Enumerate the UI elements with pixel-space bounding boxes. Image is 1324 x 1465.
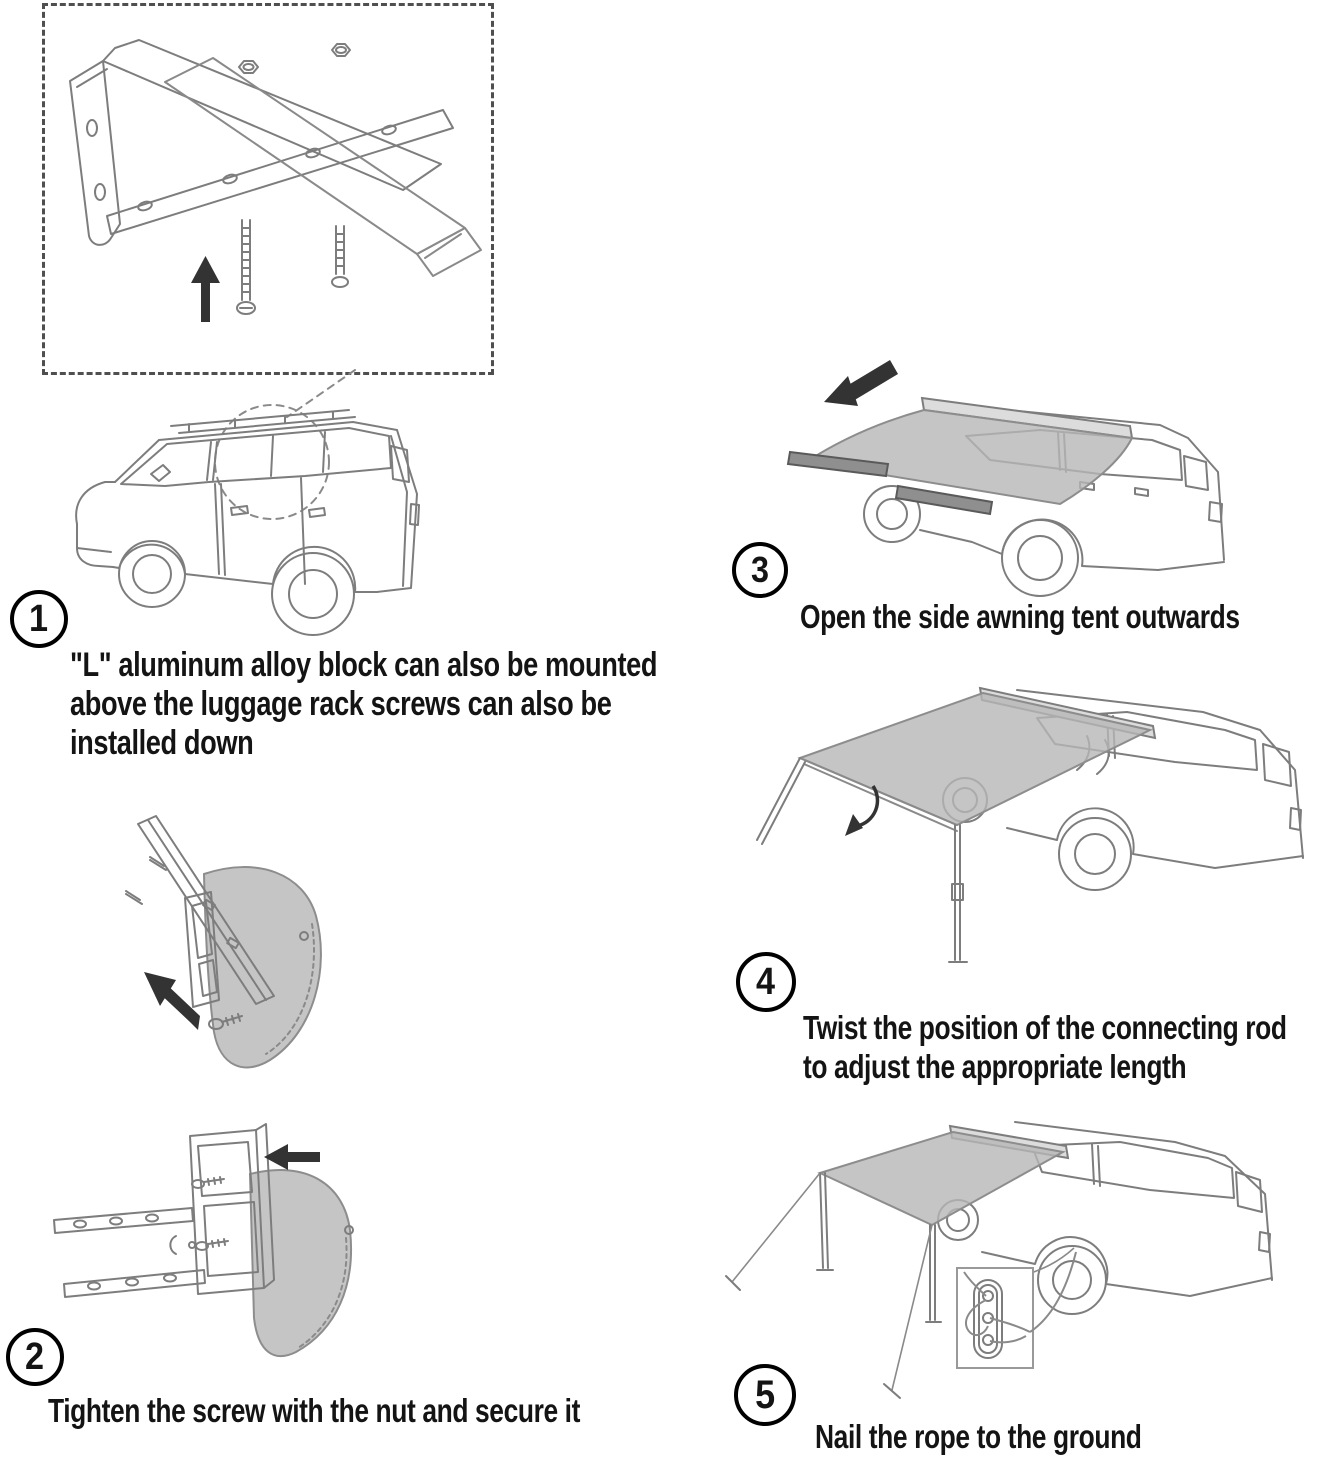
open-awning-drawing (786, 360, 1225, 597)
arrow-left-icon (264, 1144, 320, 1170)
arrow-up-icon (191, 256, 220, 322)
step-5-badge: 5 (734, 1364, 796, 1426)
folded-leg (756, 757, 806, 845)
caption-line: Nail the rope to the ground (815, 1418, 1142, 1455)
caption-line: Open the side awning tent outwards (800, 598, 1240, 635)
screw-icon (191, 1176, 229, 1251)
screw-icon (236, 219, 349, 315)
suv-roof-rack-drawing (75, 369, 420, 636)
screw-icon (208, 1013, 243, 1030)
awning-front-bar (786, 450, 890, 478)
step-4-caption: Twist the position of the connecting rod… (803, 1008, 1287, 1086)
support-leg (816, 1172, 942, 1323)
step-4-badge: 4 (736, 952, 796, 1012)
caption-line: "L" aluminum alloy block can also be mou… (70, 646, 658, 684)
awning-side-bar (894, 484, 994, 516)
awning-support-rod-drawing (756, 686, 1304, 963)
support-leg (948, 824, 968, 963)
bracket-bag-assembly-drawing (53, 1123, 354, 1358)
step-1-badge: 1 (10, 590, 68, 648)
bracket-exploded-drawing (69, 39, 482, 322)
nut-icon (238, 43, 351, 74)
step-2-number: 2 (25, 1335, 45, 1378)
awning-bag-rail-drawing (125, 815, 322, 1069)
figure-bracket-exploded-box (42, 3, 494, 375)
arrow-up-left-icon (144, 972, 200, 1030)
callout-leader-line (286, 369, 356, 418)
step-2-badge: 2 (6, 1328, 64, 1386)
step-1-number: 1 (29, 597, 49, 640)
awning-guy-ropes-drawing (725, 1121, 1273, 1399)
arrow-rotate-icon (845, 785, 880, 836)
caption-line: installed down (70, 724, 254, 762)
step-1-caption: "L" aluminum alloy block can also be mou… (70, 646, 657, 763)
caption-line: Tighten the screw with the nut and secur… (48, 1392, 580, 1429)
arrow-pull-out-icon (824, 360, 898, 406)
caption-line: above the luggage rack screws can also b… (70, 685, 612, 723)
caption-line: Twist the position of the connecting rod (803, 1009, 1287, 1046)
callout-circle (214, 404, 330, 520)
rope-detail-inset (956, 1251, 1077, 1369)
step-5-number: 5 (754, 1372, 776, 1417)
caption-line: to adjust the appropriate length (803, 1048, 1187, 1085)
step-4-number: 4 (756, 960, 776, 1003)
step-2-caption: Tighten the screw with the nut and secur… (48, 1392, 580, 1430)
step-3-number: 3 (750, 549, 770, 590)
step-3-badge: 3 (732, 542, 788, 598)
guy-rope (725, 1172, 933, 1399)
step-3-caption: Open the side awning tent outwards (800, 598, 1240, 636)
step-5-caption: Nail the rope to the ground (815, 1418, 1142, 1456)
